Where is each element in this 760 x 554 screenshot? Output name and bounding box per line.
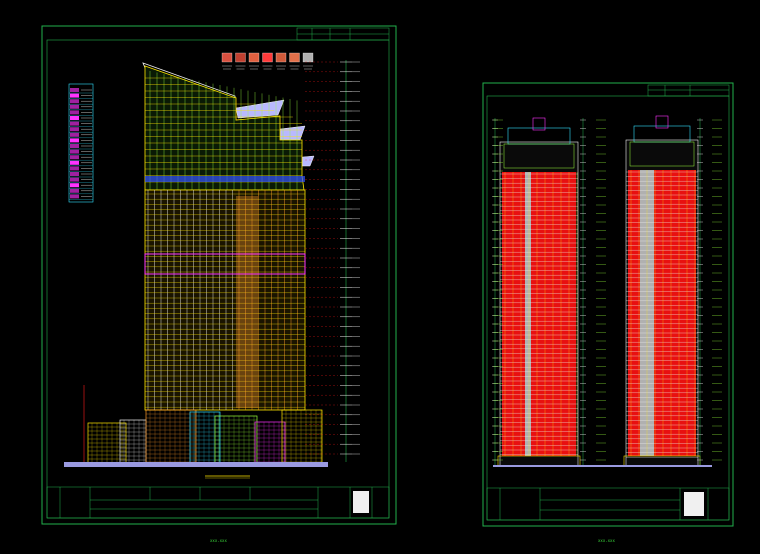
right-title-block <box>486 487 730 521</box>
shaft-balcony-column <box>236 196 258 408</box>
swatch <box>235 52 246 63</box>
legend-swatch <box>70 177 79 182</box>
legend-swatch <box>70 116 79 120</box>
legend-swatch <box>70 110 79 115</box>
legend-table-left <box>68 83 94 203</box>
right-drawing-sheet <box>482 82 734 527</box>
swatch <box>302 52 314 63</box>
swatch <box>221 52 233 63</box>
tower-crown-cap <box>532 117 546 131</box>
legend-swatch <box>70 194 79 199</box>
right-dimension-ticks <box>492 118 722 466</box>
shaft-band-blue <box>145 176 305 182</box>
material-legend-swatches <box>221 52 314 70</box>
tower-grey-strip <box>525 172 531 456</box>
legend-swatch <box>70 166 79 171</box>
tower-red-facade <box>628 170 696 456</box>
podium-volume <box>254 421 286 464</box>
right-sheet-footer-label: xxx.xxx <box>598 538 615 543</box>
left-sheet-outer-border <box>41 25 397 525</box>
legend-swatch <box>70 88 79 92</box>
shaft-band-magenta <box>144 253 306 275</box>
left-dimension-ticks <box>305 60 360 462</box>
tower-shaft <box>144 189 306 411</box>
ground-line <box>64 462 328 467</box>
swatch <box>275 52 287 63</box>
legend-swatch <box>70 172 79 176</box>
legend-swatch <box>70 93 79 98</box>
tower-crown <box>507 127 571 145</box>
swatch <box>289 52 300 63</box>
legend-swatch <box>70 183 79 188</box>
podium-volume <box>189 411 221 464</box>
right-sheet-top-stamp <box>647 84 730 97</box>
right-sheet-outer-border <box>482 82 734 527</box>
legend-swatch <box>70 99 79 104</box>
tower-top-floors <box>629 141 695 167</box>
right-tower-elevation-a <box>497 117 581 467</box>
swatch <box>262 52 273 63</box>
legend-swatch <box>70 160 79 165</box>
left-tower-elevation <box>64 60 360 467</box>
legend-swatch <box>70 138 79 143</box>
tower-top-floors <box>503 143 575 169</box>
legend-swatch <box>70 155 79 160</box>
tower-crown-cap <box>655 115 669 129</box>
left-sheet-top-stamp <box>296 27 390 41</box>
legend-swatch <box>70 132 79 137</box>
roof-fin-1 <box>235 99 285 119</box>
legend-swatch <box>70 149 79 154</box>
swatch <box>248 52 260 63</box>
legend-swatch <box>70 104 79 109</box>
left-drawing-sheet <box>41 25 397 525</box>
tower-crown <box>633 125 691 143</box>
left-sheet-footer-label: xxx.xxx <box>210 538 227 543</box>
left-elevation-caption <box>205 475 250 479</box>
legend-swatch <box>70 188 79 193</box>
right-tower-elevation-b <box>623 115 701 467</box>
legend-swatch <box>70 127 79 132</box>
left-title-block <box>46 486 390 519</box>
legend-swatch <box>70 144 79 148</box>
legend-swatch <box>70 121 79 126</box>
